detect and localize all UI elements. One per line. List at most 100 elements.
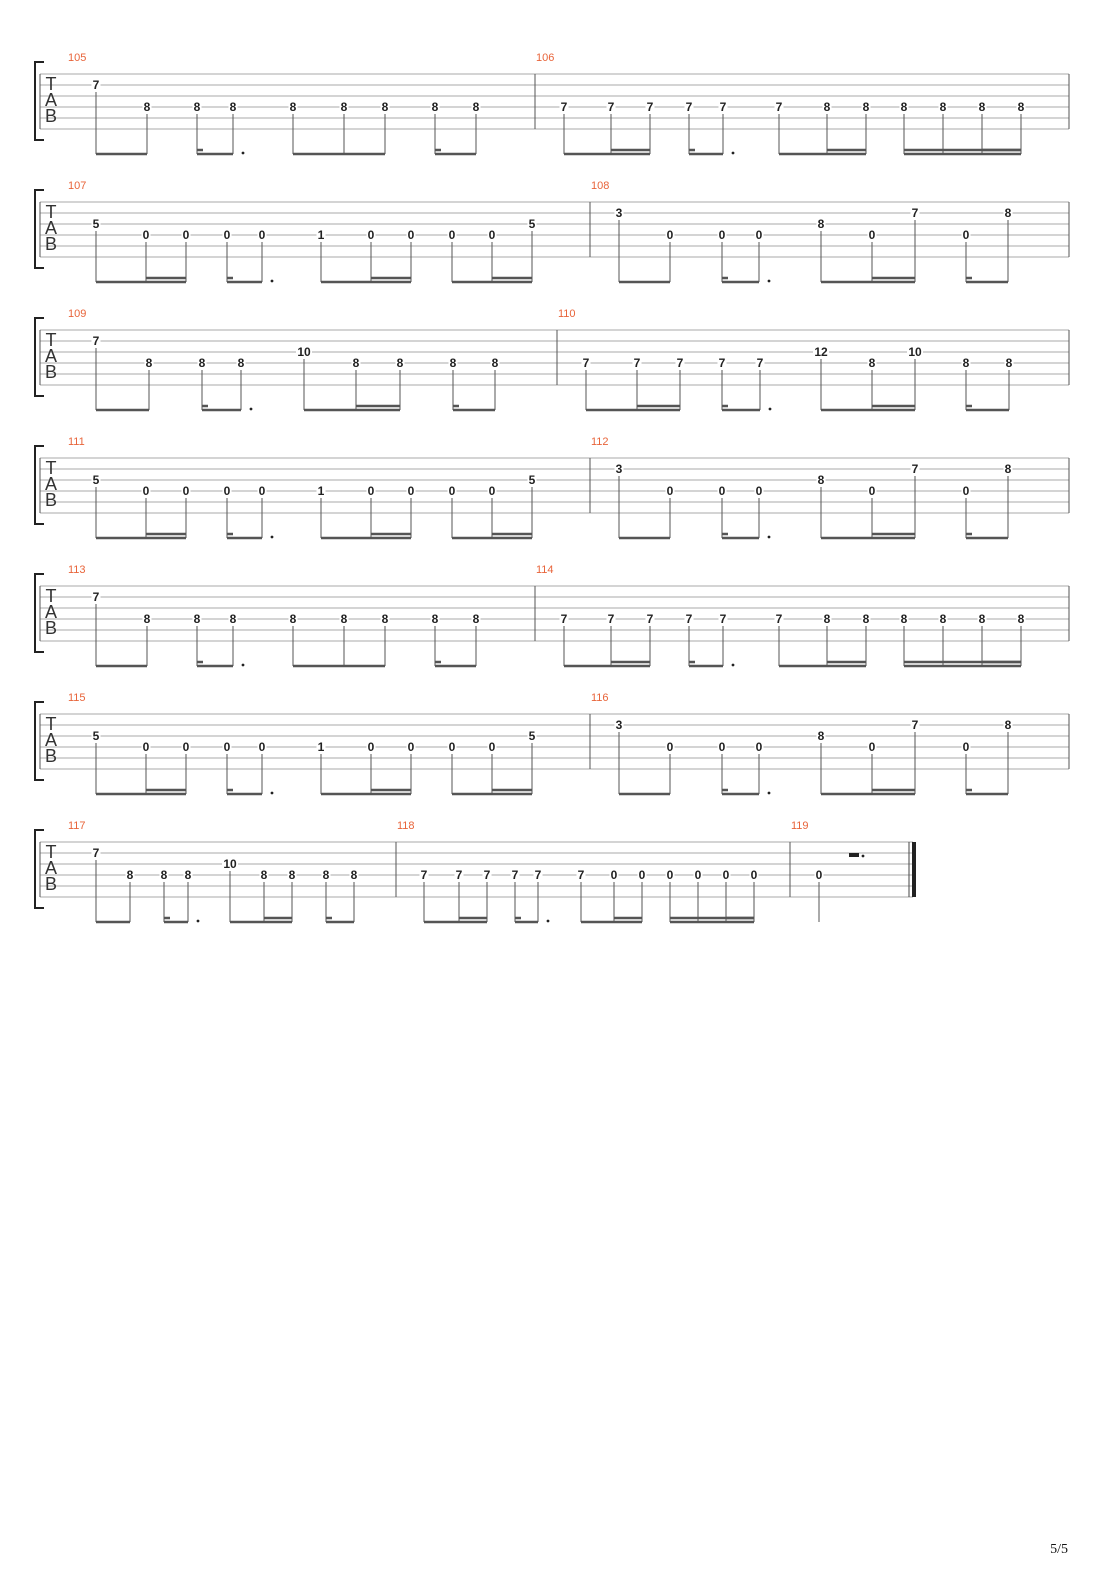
augmentation-dot [270,791,274,795]
fret-background [813,346,829,358]
fret-background [228,101,238,113]
fret-number: 7 [720,100,727,114]
fret-background [717,485,727,497]
fret-background [454,869,464,881]
fret-number: 5 [529,217,536,231]
fret-number: 7 [608,612,615,626]
fret-background [181,485,191,497]
fret-number: 0 [489,228,496,242]
augmentation-dot [731,151,735,155]
fret-background [576,869,586,881]
fret-number: 0 [963,228,970,242]
fret-background [490,357,500,369]
fret-number: 0 [719,484,726,498]
fret-number: 0 [368,484,375,498]
fret-background [1003,463,1013,475]
fret-number: 8 [1005,462,1012,476]
fret-background [665,229,675,241]
fret-background [482,869,492,881]
fret-background [910,719,920,731]
fret-number: 8 [289,868,296,882]
fret-background [471,613,481,625]
fret-number: 8 [194,612,201,626]
fret-number: 0 [259,228,266,242]
fret-number: 8 [901,612,908,626]
tab-letter-t: T [46,74,57,94]
measure-number: 107 [68,180,86,192]
measure-number: 105 [68,52,86,64]
augmentation-dot [731,663,735,667]
fret-background [977,613,987,625]
fret-number: 0 [963,484,970,498]
fret-background [637,869,647,881]
fret-background [380,613,390,625]
augmentation-dot [767,791,771,795]
fret-number: 8 [818,729,825,743]
fret-number: 7 [578,868,585,882]
fret-number: 0 [751,868,758,882]
fret-background [754,229,764,241]
fret-number: 8 [382,612,389,626]
fret-background [406,485,416,497]
fret-number: 0 [224,740,231,754]
fret-number: 7 [93,846,100,860]
fret-number: 8 [238,356,245,370]
measure-number: 119 [791,820,809,832]
fret-number: 8 [144,100,151,114]
fret-number: 7 [421,868,428,882]
tab-letter-t: T [46,458,57,478]
fret-background [142,613,152,625]
fret-background [910,207,920,219]
tab-letter-b: B [45,746,57,766]
fret-number: 0 [639,868,646,882]
fret-number: 0 [719,740,726,754]
fret-number: 8 [824,100,831,114]
fret-number: 0 [667,228,674,242]
fret-background [755,357,765,369]
fret-number: 8 [1005,206,1012,220]
fret-background [1004,357,1014,369]
fret-background [91,335,101,347]
fret-background [867,741,877,753]
fret-background [181,741,191,753]
fret-number: 5 [529,729,536,743]
augmentation-dot [767,279,771,283]
fret-number: 1 [318,228,325,242]
fret-number: 0 [869,484,876,498]
fret-background [257,229,267,241]
fret-background [316,485,326,497]
fret-number: 0 [756,484,763,498]
system-brace [34,189,44,269]
augmentation-dot [546,919,550,923]
fret-number: 0 [183,484,190,498]
fret-background [91,218,101,230]
fret-number: 0 [408,740,415,754]
fret-number: 5 [93,729,100,743]
fret-number: 0 [667,740,674,754]
fret-number: 8 [199,356,206,370]
measure-number: 117 [68,820,86,832]
fret-background [91,847,101,859]
fret-background [774,613,784,625]
fret-background [774,101,784,113]
augmentation-dot [270,279,274,283]
fret-background [684,101,694,113]
fret-number: 0 [756,228,763,242]
fret-background [632,357,642,369]
fret-number: 0 [368,740,375,754]
fret-background [144,357,154,369]
tab-letter-b: B [45,618,57,638]
fret-number: 8 [351,868,358,882]
fret-number: 5 [93,473,100,487]
fret-number: 7 [912,462,919,476]
fret-background [822,613,832,625]
fret-number: 5 [529,473,536,487]
